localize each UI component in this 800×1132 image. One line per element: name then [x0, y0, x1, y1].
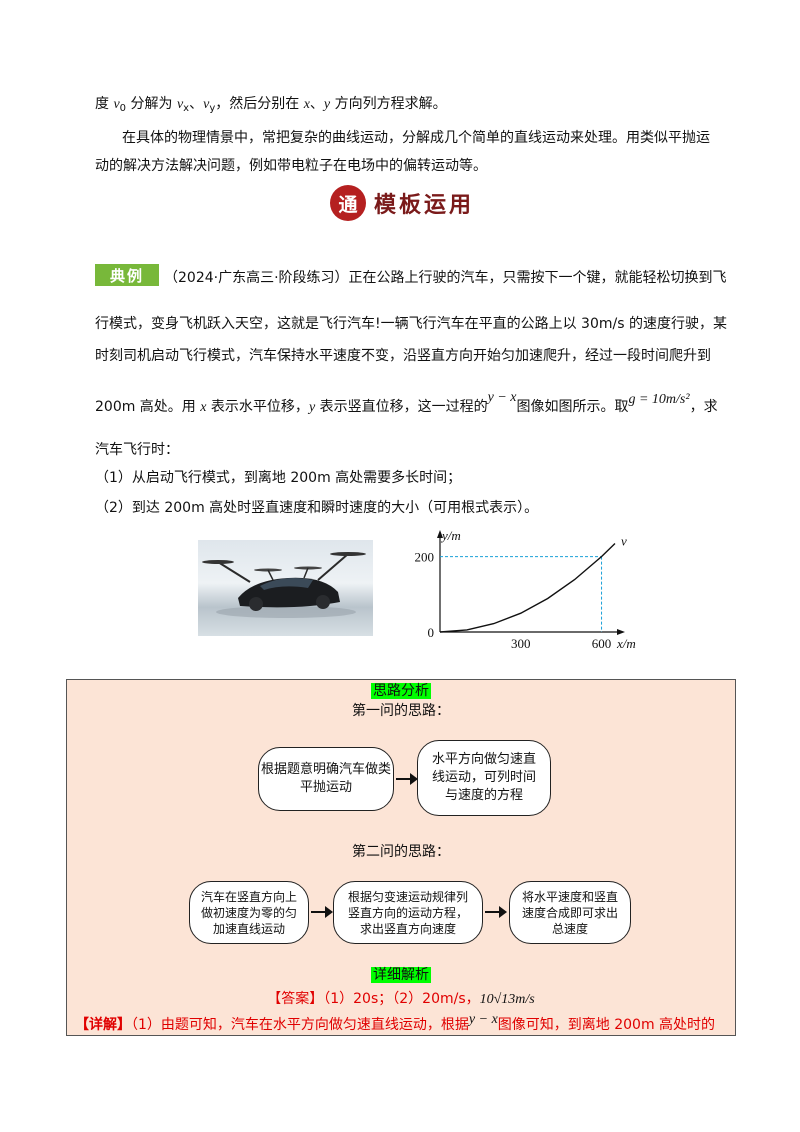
text-fragment: 200m 高处。用 — [95, 399, 201, 415]
flying-car-photo — [198, 540, 373, 636]
flow2-step1: 汽车在竖直方向上做初速度为零的匀加速直线运动 — [189, 881, 309, 944]
banner-icon: 通 — [330, 185, 366, 221]
math-y-minus-x: y − x — [468, 1012, 498, 1027]
text-fragment: 、 — [309, 96, 324, 112]
y-tick-label: 0 — [428, 625, 435, 640]
answer-label: 【答案】 — [267, 991, 324, 1007]
detail-title-row: 详细解析 — [67, 965, 735, 985]
panel-title: 思路分析 — [371, 683, 431, 699]
text-fragment: 表示竖直位移，这一过程的 — [315, 399, 488, 415]
arrow-right-icon — [485, 906, 507, 918]
detail-label: 【详解】 — [75, 1017, 131, 1033]
y-tick-label: 200 — [415, 550, 435, 565]
subscript: x — [183, 103, 190, 114]
subscript: 0 — [119, 103, 127, 114]
text-fragment: 图像如图所示。取 — [516, 399, 629, 415]
answer-math: 10√13m/s — [479, 992, 535, 1007]
arrow-right-icon — [396, 773, 418, 785]
section-banner: 通 模板运用 — [330, 183, 490, 223]
banner-title: 模板运用 — [374, 192, 475, 218]
paragraph-line: 在具体的物理情景中，常把复杂的曲线运动，分解成几个简单的直线运动来处理。用类似平… — [122, 130, 710, 146]
symbol-x: x — [200, 400, 207, 415]
question-2: （2）到达 200m 高处时竖直速度和瞬时速度的大小（可用根式表示）。 — [95, 500, 539, 516]
example-line: 汽车飞行时： — [95, 442, 179, 458]
symbol-v0: v — [113, 97, 120, 112]
text-fragment: ，然后分别在 — [215, 96, 304, 112]
flow1-step2: 水平方向做匀速直线运动，可列时间与速度的方程 — [417, 740, 551, 816]
example-line: （2024·广东高三·阶段练习）正在公路上行驶的汽车，只需按下一个键，就能轻松切… — [164, 270, 727, 286]
math-y-minus-x: y − x — [487, 390, 517, 405]
intro-line: 度 v0 分解为 vx、vy，然后分别在 x、y 方向列方程求解。 — [95, 94, 447, 119]
text-fragment: 表示水平位移， — [206, 399, 309, 415]
detail-line: 【详解】（1）由题可知，汽车在水平方向做匀速直线运动，根据y − x图像可知，到… — [75, 1012, 716, 1036]
detail-title: 详细解析 — [371, 967, 431, 983]
y-axis-arrow — [437, 530, 443, 538]
text-fragment: 方向列方程求解。 — [330, 96, 447, 112]
answer-line: 【答案】（1）20s；（2）20m/s，10√13m/s — [67, 989, 735, 1010]
text-fragment: ，求 — [689, 399, 718, 415]
curve-label: v — [621, 534, 627, 549]
flow2-step2: 根据匀变速运动规律列竖直方向的运动方程，求出竖直方向速度 — [333, 881, 483, 944]
y-x-chart: v y/m x/m 0 200 300 600 — [415, 528, 636, 651]
x-tick-label: 300 — [511, 636, 531, 651]
flow1-step1: 根据题意明确汽车做类平抛运动 — [258, 747, 394, 811]
example-badge: 典例 — [95, 264, 159, 286]
text-fragment: 度 — [95, 96, 114, 112]
subscript: y — [209, 103, 216, 114]
q1-heading: 第一问的思路： — [352, 703, 450, 719]
symbol-y: y — [323, 97, 331, 112]
question-1: （1）从启动飞行模式，到离地 200m 高处需要多长时间； — [95, 470, 462, 486]
text-fragment: （1）由题可知，汽车在水平方向做匀速直线运动，根据 — [131, 1017, 469, 1033]
symbol-vy: v — [203, 97, 210, 112]
text-fragment: 图像可知，到离地 200m 高处时的 — [497, 1017, 716, 1033]
paragraph-line: 动的解决方法解决问题，例如带电粒子在电场中的偏转运动等。 — [95, 158, 487, 174]
answer-text: （1）20s；（2）20m/s， — [323, 991, 480, 1007]
x-axis-label: x/m — [616, 636, 636, 651]
analysis-panel: 思路分析 第一问的思路： 根据题意明确汽车做类平抛运动 水平方向做匀速直线运动，… — [66, 679, 736, 1036]
symbol-vx: v — [176, 97, 184, 112]
q2-heading: 第二问的思路： — [352, 844, 450, 860]
example-line: 行模式，变身飞机跃入天空，这就是飞行汽车!一辆飞行汽车在平直的公路上以 30m/… — [95, 316, 727, 332]
math-g: g = 10m/s² — [628, 392, 690, 407]
x-tick-label: 600 — [592, 636, 612, 651]
flying-car-icon — [202, 552, 366, 618]
example-line: 时刻司机启动飞行模式，汽车保持水平速度不变，沿竖直方向开始匀加速爬升，经过一段时… — [95, 348, 711, 364]
flow2-step3: 将水平速度和竖直速度合成即可求出总速度 — [509, 881, 631, 944]
x-axis-arrow — [617, 629, 625, 635]
trajectory-line — [439, 542, 616, 633]
example-line: 200m 高处。用 x 表示水平位移，y 表示竖直位移，这一过程的y − x图像… — [95, 390, 718, 418]
symbol-x: x — [303, 97, 310, 112]
text-fragment: 分解为 — [126, 96, 177, 112]
panel-title-row: 思路分析 — [67, 681, 735, 701]
arrow-right-icon — [311, 906, 333, 918]
y-axis-label: y/m — [440, 528, 461, 543]
symbol-y: y — [308, 400, 316, 415]
text-fragment: 、 — [189, 96, 204, 112]
